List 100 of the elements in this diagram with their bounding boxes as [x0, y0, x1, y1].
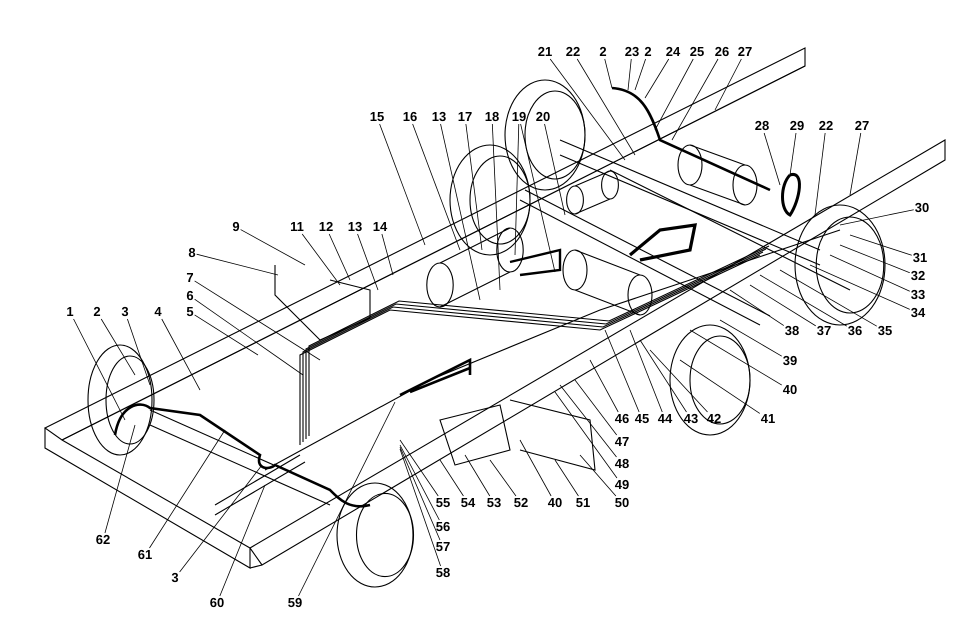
callout-number: 33: [910, 288, 926, 302]
callout-number: 26: [714, 45, 730, 59]
leader-line: [554, 392, 618, 478]
callout-number: 17: [456, 110, 474, 124]
leader-line: [644, 58, 670, 98]
leader-line: [400, 444, 440, 520]
leader-line: [810, 264, 910, 310]
callout-number: 51: [574, 496, 592, 510]
callout-number: 13: [346, 220, 364, 234]
leader-line: [680, 360, 760, 414]
leader-line: [630, 330, 663, 412]
callout-number: 37: [816, 324, 832, 338]
callout-number: 16: [402, 110, 418, 124]
callout-number: 25: [688, 45, 706, 59]
callout-number: 61: [136, 548, 154, 562]
leader-line: [830, 254, 910, 292]
callout-number: 8: [187, 246, 197, 260]
callout-number: 19: [510, 110, 528, 124]
leader-line: [196, 254, 278, 276]
leader-line: [604, 330, 640, 412]
leader-line: [149, 430, 226, 548]
callout-number: 35: [876, 324, 894, 338]
leader-line: [814, 132, 826, 216]
leader-line: [634, 58, 646, 90]
callout-number: 62: [94, 533, 112, 547]
leader-line: [520, 124, 556, 272]
leader-line: [104, 424, 136, 534]
callout-number: 13: [430, 110, 448, 124]
callout-number: 39: [782, 354, 798, 368]
leader-line: [492, 124, 500, 290]
callout-number: 20: [534, 110, 552, 124]
callout-number: 32: [910, 269, 926, 283]
callout-number: 11: [289, 220, 305, 234]
callout-number: 58: [434, 566, 452, 580]
leader-line: [302, 234, 340, 286]
callout-number: 9: [231, 220, 241, 234]
callout-number: 2: [92, 305, 102, 319]
leader-line: [690, 330, 782, 386]
callout-number: 31: [912, 251, 928, 265]
leader-line: [73, 318, 126, 420]
callout-number: 40: [546, 496, 564, 510]
callout-number: 54: [460, 496, 476, 510]
leader-line: [840, 209, 914, 226]
leader-line: [514, 124, 520, 256]
leader-line: [720, 320, 782, 357]
leader-line: [654, 58, 694, 130]
callout-number: 2: [643, 45, 653, 59]
callout-number: 41: [760, 412, 776, 426]
leader-line: [560, 384, 617, 458]
leader-line: [440, 460, 464, 496]
callout-number: 56: [434, 520, 452, 534]
leader-line: [628, 58, 632, 90]
callout-number: 4: [153, 305, 163, 319]
leader-line: [490, 460, 516, 496]
leader-line: [161, 318, 200, 390]
leader-line: [730, 290, 784, 326]
leader-line: [400, 446, 440, 540]
leader-line: [464, 454, 490, 496]
callout-number: 21: [536, 45, 554, 59]
leader-line: [576, 58, 636, 156]
leader-line: [379, 124, 426, 246]
leader-line: [100, 318, 136, 376]
callout-number: 30: [914, 201, 930, 215]
leader-line: [520, 440, 552, 496]
callout-number: 60: [208, 596, 226, 610]
leader-line: [764, 132, 780, 186]
leader-line: [328, 234, 350, 280]
callout-number: 57: [434, 540, 452, 554]
callout-number: 36: [846, 324, 864, 338]
callout-number: 59: [286, 596, 304, 610]
leader-line: [554, 460, 579, 496]
leader-line: [574, 380, 618, 436]
callout-number: 15: [368, 110, 386, 124]
leader-line: [357, 234, 378, 290]
leader-line: [714, 58, 742, 110]
callout-number: 23: [624, 45, 640, 59]
callout-number: 14: [372, 220, 388, 234]
callout-number: 6: [185, 289, 195, 303]
callout-number: 29: [788, 119, 806, 133]
leader-line: [194, 280, 320, 360]
leader-line: [298, 402, 396, 596]
callout-number: 3: [120, 305, 130, 319]
leader-line: [850, 234, 912, 256]
leader-line: [590, 360, 619, 412]
callout-number: 7: [185, 271, 195, 285]
leader-line: [412, 124, 460, 250]
leader-line: [850, 132, 862, 196]
callout-number: 48: [614, 457, 630, 471]
callout-number: 28: [754, 119, 770, 133]
callout-number: 49: [614, 478, 630, 492]
leader-line: [194, 298, 304, 376]
leader-line: [400, 440, 439, 496]
callout-number: 27: [736, 45, 754, 59]
leader-line: [194, 314, 258, 356]
callout-number: 47: [614, 435, 630, 449]
callout-number: 50: [614, 496, 630, 510]
callout-number: 5: [185, 305, 195, 319]
leader-line: [840, 244, 910, 274]
callout-number: 43: [682, 412, 700, 426]
leader-line: [219, 484, 266, 596]
